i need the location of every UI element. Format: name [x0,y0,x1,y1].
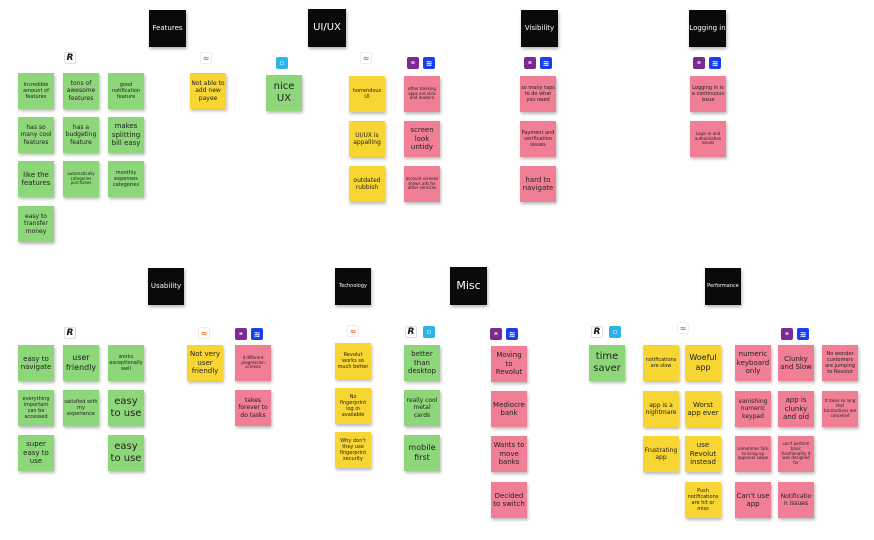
sticky-note[interactable]: automatically categories purchases [63,161,99,197]
sticky-note[interactable]: It takes so long that transactions are c… [822,391,858,427]
header-performance: Performance [705,268,741,305]
header-misc: Misc [450,267,487,305]
sticky-note[interactable]: so many taps to do what you need [520,76,556,112]
sticky-note[interactable]: can't perform basic functionality it was… [778,436,814,472]
sticky-note[interactable]: Frustrating app [643,436,679,472]
header-features: Features [149,10,186,47]
sticky-note[interactable]: Payment and verification issues [520,121,556,157]
sticky-note[interactable]: account screens shows ads for other serv… [404,166,440,202]
sticky-note[interactable]: No wonder customers are jumping to Revol… [822,345,858,381]
barclays-logo-icon: ≋ [251,328,263,340]
co-op-logo-icon: ≡ [490,328,502,340]
sticky-note[interactable]: Push notifications are hit or miss [685,482,721,518]
tide-logo-icon: ▫ [609,326,621,338]
co-op-logo-icon: ≡ [235,328,247,340]
sticky-note[interactable]: Notification issues [778,482,814,518]
sticky-note[interactable]: time saver [589,345,625,381]
monzo-logo-icon: ≈ [677,322,689,334]
sticky-note[interactable]: takes forever to do tasks [235,390,271,426]
sticky-note[interactable]: everything important can be accessed [18,390,54,426]
sticky-note[interactable]: monthly expenses categories [108,161,144,197]
sticky-note[interactable]: tons of awesome features [63,73,99,109]
barclays-logo-icon: ≋ [540,57,552,69]
sticky-note[interactable]: screen look untidy [404,121,440,157]
sticky-note[interactable]: use Revolut instead [685,436,721,472]
monzo-logo-icon: ≈ [198,327,210,339]
sticky-note[interactable]: really cool metal cards [404,390,440,426]
co-op-logo-icon: ≡ [407,57,419,69]
monzo-logo-icon: ≈ [360,52,372,64]
revolut-logo-icon: R [591,326,603,338]
sticky-note[interactable]: numeric keyboard only [735,345,771,381]
sticky-note[interactable]: Not very user friendly [187,345,223,381]
revolut-logo-icon: R [64,52,76,64]
sticky-note[interactable]: Decided to switch [491,482,527,518]
sticky-note[interactable]: Logging in is a continuous issue [690,76,726,112]
sticky-note[interactable]: 4 different progression screens [235,345,271,381]
sticky-note[interactable]: good notification feature [108,73,144,109]
header-usability: Usability [148,268,184,305]
barclays-logo-icon: ≋ [797,328,809,340]
sticky-note[interactable]: easy to use [108,390,144,426]
sticky-note[interactable]: sometimes fails to bring up approval swi… [735,436,771,472]
sticky-note[interactable]: Revolut works so much better [335,343,371,379]
header-logging-in: Logging in [689,10,726,47]
sticky-note[interactable]: notifications are slow [643,345,679,381]
sticky-note[interactable]: easy to use [108,435,144,471]
co-op-logo-icon: ≡ [781,328,793,340]
sticky-note[interactable]: easy to navigate [18,345,54,381]
sticky-note[interactable]: Mediocre bank [491,391,527,427]
sticky-note[interactable]: satisfied with my experience [63,390,99,426]
sticky-note[interactable]: UI/UX is appalling [349,121,385,157]
sticky-note[interactable]: super easy to use [18,435,54,471]
revolut-logo-icon: R [405,326,417,338]
monzo-logo-icon: ≈ [200,52,212,64]
sticky-note[interactable]: Not able to add new payee [190,73,226,109]
co-op-logo-icon: ≡ [524,57,536,69]
sticky-note[interactable]: app is a nightmare [643,391,679,427]
sticky-note[interactable]: horrendous UI [349,76,385,112]
barclays-logo-icon: ≋ [423,57,435,69]
sticky-note[interactable]: like the features [18,161,54,197]
sticky-note[interactable]: app is clunky and old [778,391,814,427]
sticky-note[interactable]: works exceptionally well [108,345,144,381]
revolut-logo-icon: R [64,327,76,339]
sticky-note[interactable]: hard to navigate [520,166,556,202]
sticky-note[interactable]: Login in and authorisation issues [690,121,726,157]
sticky-note[interactable]: nice UX [266,75,302,111]
header-uiux: UI/UX [308,9,346,47]
sticky-note[interactable]: easy to transfer money [18,206,54,242]
header-visibility: Visibility [521,10,558,47]
sticky-note[interactable]: Worst app ever [685,391,721,427]
tide-logo-icon: ▫ [423,326,435,338]
sticky-note[interactable]: Incredible amount of features [18,73,54,109]
sticky-note[interactable]: outdated rubbish [349,166,385,202]
sticky-note[interactable]: Can't use app [735,482,771,518]
sticky-note[interactable]: has so many cool features [18,117,54,153]
header-technology: Technology [335,268,371,305]
sticky-note[interactable]: mobile first [404,435,440,471]
sticky-note[interactable]: Why don't they use fingerprint security [335,432,371,468]
co-op-logo-icon: ≡ [693,57,705,69]
sticky-note[interactable]: better than desktop [404,345,440,381]
sticky-note[interactable]: makes splitting bill easy [108,117,144,153]
sticky-note[interactable]: user friendly [63,345,99,381]
monzo-logo-icon: ≈ [347,325,359,337]
sticky-note[interactable]: Moving to Revolut [491,346,527,382]
sticky-note[interactable]: other banking apps are slick and modern [404,76,440,112]
sticky-note[interactable]: Wants to move banks [491,436,527,472]
sticky-note[interactable]: No fingerprint log in available [335,388,371,424]
sticky-note[interactable]: vanishing numeric keypad [735,391,771,427]
barclays-logo-icon: ≋ [709,57,721,69]
barclays-logo-icon: ≋ [506,328,518,340]
tide-logo-icon: ▫ [276,57,288,69]
sticky-note[interactable]: has a budgeting feature [63,117,99,153]
sticky-note[interactable]: Woeful app [685,345,721,381]
sticky-note[interactable]: Clunky and Slow [778,345,814,381]
